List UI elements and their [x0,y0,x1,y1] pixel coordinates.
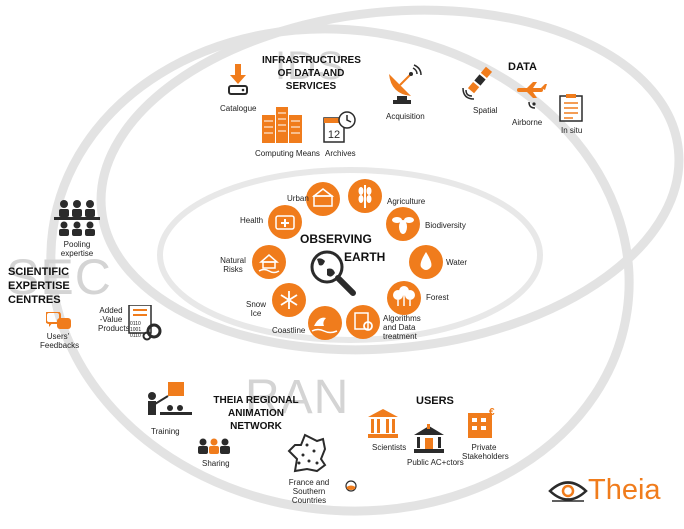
users-heading: USERS [416,395,454,407]
users-feedback-icon [46,312,71,329]
training-label: Training [151,427,180,436]
in-situ-label: In situ [561,126,583,135]
outer-ellipse-top [96,5,684,355]
algorithms-circle [346,305,380,339]
ids-heading: INFRASTRUCTURES OF DATA AND SERVICES [262,55,361,92]
training-icon [148,382,192,415]
snow-ice-circle [272,283,306,317]
sharing-label: Sharing [202,459,230,468]
ran-heading: THEIA REGIONAL ANIMATION NETWORK [213,395,299,432]
catalogue-label: Catalogue [220,104,257,113]
data-heading: DATA [508,61,537,73]
theia-logo-text: Theia [588,474,661,506]
added-value-label: Added -Value Products [98,306,130,333]
france-map-icon [287,433,327,473]
southern-countries-globe-icon [345,480,357,492]
theia-eye-logo-icon [548,481,588,502]
acquisition-label: Acquisition [386,112,425,121]
coastline-label: Coastline [272,326,306,335]
scientists-building-icon [368,409,398,438]
outer-ellipse-main [46,24,634,516]
spatial-label: Spatial [473,106,498,115]
users-feedback-label: Users' Feedbacks [40,332,80,350]
private-stakeholders-label: Private Stakeholders [462,443,509,461]
urban-label: Urban [287,194,309,203]
observing-title-line1: OBSERVING [300,232,372,246]
public-actors-label: Public AC+ctors [407,458,464,467]
forest-circle [387,281,421,315]
scientists-label: Scientists [372,443,407,452]
sec-ghost-text: SEC [6,249,112,305]
archives-label: Archives [325,149,356,158]
biodiversity-circle [386,207,420,241]
forest-label: Forest [426,293,449,302]
svg-text:12: 12 [328,129,340,141]
ids-ghost-text: IDS [275,44,345,88]
svg-text:€: € [489,407,495,418]
satellite-icon [462,66,493,100]
airborne-label: Airborne [512,118,543,127]
sec-heading: SCIENTIFIC EXPERTISE CENTRES [8,266,70,306]
water-circle [409,245,443,279]
airplane-icon [517,82,547,109]
catalogue-icon [228,64,248,95]
health-circle [268,205,302,239]
natural-risks-label: Natural Risks [220,256,246,274]
binary-text: 0110 1001 0110 [130,321,142,339]
pooling-expertise-label: Pooling expertise [60,240,94,258]
agriculture-label: Agriculture [387,197,426,206]
snow-ice-label: Snow Ice [245,300,266,318]
algorithms-label: Algorithms and Data treatment [383,314,421,341]
pooling-expertise-icon [54,200,100,236]
archives-icon: 12 [323,111,356,143]
sharing-icon [198,438,230,454]
natural-risks-circle [252,245,286,279]
public-actors-building-icon [414,424,444,453]
coastline-circle [308,306,342,340]
agriculture-circle [348,179,382,213]
computing-means-icon [262,107,302,143]
inner-ellipse [157,167,543,343]
health-label: Health [240,216,264,225]
computing-means-label: Computing Means [255,149,320,158]
ran-ghost-text: RAN [245,371,350,424]
private-stakeholders-icon: € [468,407,495,438]
in-situ-clipboard-icon [559,94,583,122]
observing-title-line2: EARTH [344,250,386,264]
biodiversity-label: Biodiversity [425,221,466,230]
acquisition-antenna-icon [389,64,422,104]
water-label: Water [446,258,468,267]
added-value-products-icon [128,305,162,341]
globe-magnifier-icon [310,250,356,296]
france-label: France and Southern Countries [288,478,330,505]
urban-circle [306,182,340,216]
